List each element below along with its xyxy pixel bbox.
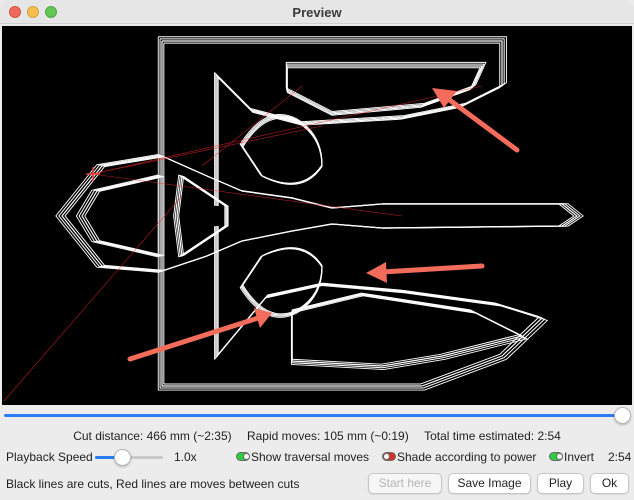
- close-window-button[interactable]: [9, 6, 21, 18]
- start-here-button[interactable]: Start here: [368, 473, 442, 494]
- playback-progress-track[interactable]: [4, 414, 618, 417]
- shade-power-label[interactable]: Shade according to power: [397, 450, 537, 464]
- invert-label[interactable]: Invert: [564, 450, 595, 464]
- annotation-arrow-top: [432, 88, 520, 153]
- start-marker-icon: [86, 167, 100, 181]
- cut-path-drawing: [3, 36, 584, 402]
- cut-distance-text: Cut distance: 466 mm (~2:35): [73, 429, 232, 443]
- window-title: Preview: [292, 5, 342, 20]
- legend-text: Black lines are cuts, Red lines are move…: [6, 477, 300, 491]
- annotation-arrow-bottom: [127, 308, 272, 362]
- ok-button[interactable]: Ok: [590, 473, 629, 494]
- toggle-knob: [243, 453, 250, 460]
- stats-line: Cut distance: 466 mm (~2:35) Rapid moves…: [0, 429, 634, 443]
- shade-power-toggle[interactable]: [382, 452, 396, 461]
- annotation-arrow-middle: [366, 262, 485, 283]
- preview-canvas[interactable]: [2, 26, 632, 405]
- speed-slider-knob[interactable]: [114, 449, 131, 466]
- total-time-text: Total time estimated: 2:54: [424, 429, 561, 443]
- toggle-knob: [383, 453, 390, 460]
- show-traversal-toggle[interactable]: [236, 452, 250, 461]
- playback-speed-label: Playback Speed: [6, 450, 93, 464]
- speed-slider-fill: [95, 456, 123, 459]
- playback-progress-knob[interactable]: [614, 407, 631, 424]
- controls-row: Playback Speed 1.0x Show traversal moves…: [0, 449, 634, 466]
- rapid-moves-text: Rapid moves: 105 mm (~0:19): [246, 429, 409, 443]
- minimize-window-button[interactable]: [27, 6, 39, 18]
- time-readout: 2:54: [608, 450, 632, 464]
- toggle-knob: [556, 453, 563, 460]
- maximize-window-button[interactable]: [45, 6, 57, 18]
- title-bar: Preview: [0, 0, 634, 24]
- show-traversal-label[interactable]: Show traversal moves: [251, 450, 370, 464]
- traversal-moves: [3, 85, 483, 402]
- annotation-arrows: [127, 88, 520, 362]
- cut-outlines: [55, 36, 584, 391]
- play-button[interactable]: Play: [537, 473, 584, 494]
- speed-value: 1.0x: [174, 450, 197, 464]
- invert-toggle[interactable]: [549, 452, 563, 461]
- save-image-button[interactable]: Save Image: [448, 473, 531, 494]
